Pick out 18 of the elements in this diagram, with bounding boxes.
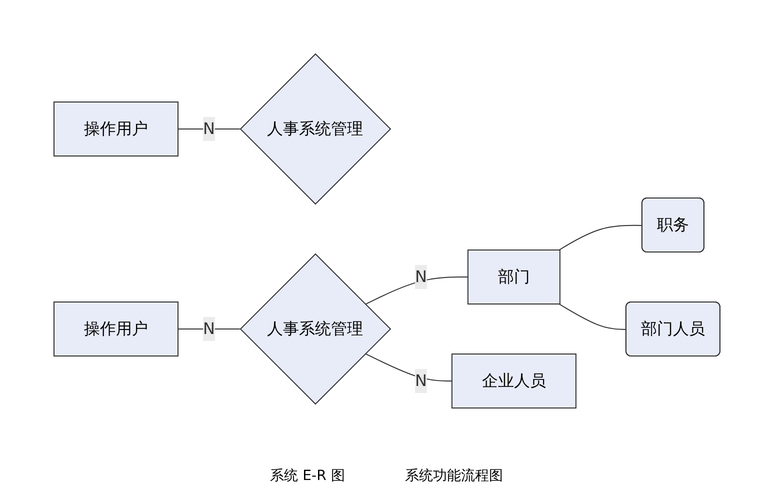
node-diamond: 人事系统管理	[239, 52, 391, 204]
node-box: 操作用户	[53, 101, 178, 156]
edge-label: N	[202, 118, 214, 138]
edge-label: N	[414, 370, 426, 390]
node-box: 企业人员	[450, 353, 576, 408]
connector	[177, 128, 240, 129]
edge-label: N	[202, 318, 214, 338]
edge-label: N	[414, 266, 426, 286]
node-diamond: 人事系统管理	[239, 252, 391, 404]
connector	[558, 224, 642, 250]
connector	[558, 303, 626, 330]
node-box: 部门	[466, 249, 560, 304]
connector	[177, 328, 240, 329]
connector	[364, 276, 468, 304]
node-box: 操作用户	[53, 301, 178, 356]
connector	[364, 352, 452, 381]
caption-text: 系统 E-R 图	[270, 467, 345, 485]
caption-text: 系统功能流程图	[404, 467, 503, 485]
